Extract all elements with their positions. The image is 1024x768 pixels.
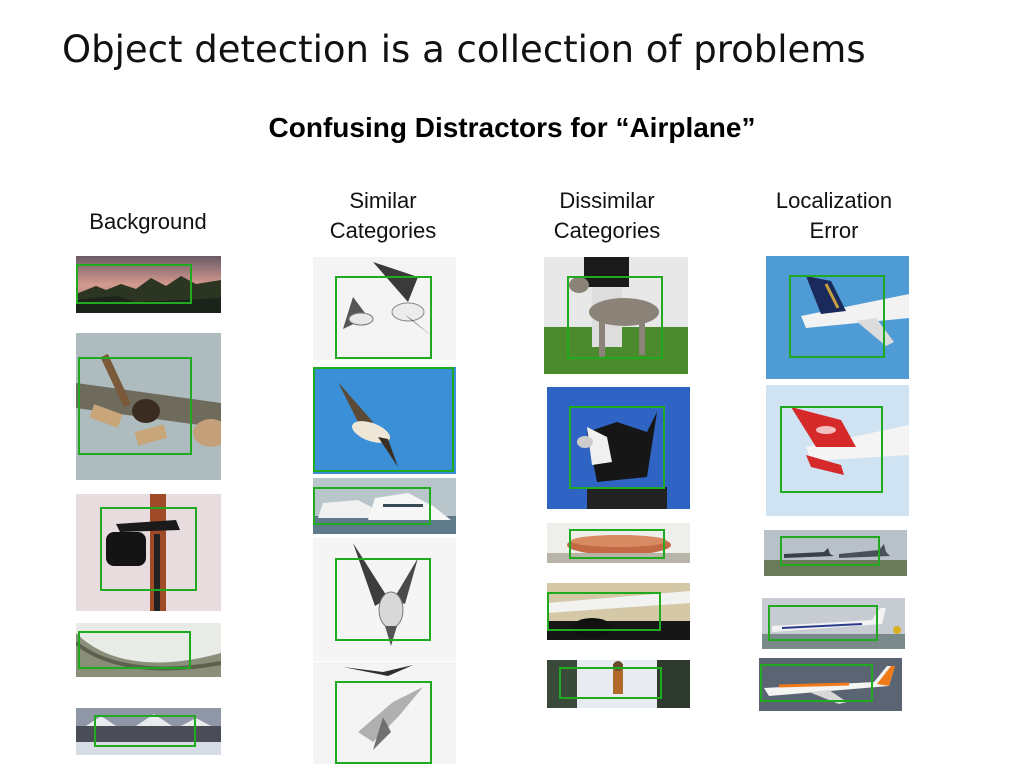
detection-box — [569, 406, 665, 489]
detection-box — [780, 406, 883, 493]
column-header-background: Background — [48, 207, 248, 237]
detection-box — [335, 681, 432, 764]
detection-box — [78, 631, 191, 669]
slide-title: Object detection is a collection of prob… — [62, 28, 866, 71]
detection-box — [100, 507, 197, 591]
detection-box — [335, 558, 431, 641]
detection-box — [335, 276, 432, 359]
image-jets-runway — [764, 530, 907, 576]
image-snowy-village — [76, 708, 221, 755]
detection-box — [768, 605, 878, 641]
image-bike-seat-bag — [76, 494, 221, 611]
column-header-dissimilar: Dissimilar Categories — [553, 188, 661, 243]
image-person-snow — [547, 660, 690, 708]
image-gull-white-sky — [313, 538, 456, 661]
detection-box — [569, 529, 665, 559]
image-dog-grass — [544, 257, 688, 374]
detection-box — [76, 264, 192, 304]
detection-box — [547, 592, 661, 631]
image-jet2-plane — [766, 385, 909, 516]
image-two-gulls — [313, 257, 456, 360]
image-cat-tail — [76, 623, 221, 677]
image-small-jet — [762, 598, 905, 649]
detection-box — [567, 276, 663, 359]
image-cat-sill — [547, 583, 690, 640]
image-flowerpot — [547, 523, 690, 563]
image-gull-blue-sky — [313, 367, 456, 474]
column-header-localization: Localization Error — [775, 188, 893, 243]
detection-box — [789, 275, 885, 358]
image-dog-blue-sky — [547, 387, 690, 509]
detection-box — [313, 367, 454, 472]
detection-box — [559, 667, 662, 699]
image-jet-tail — [766, 256, 909, 379]
column-header-similar: Similar Categories — [329, 188, 437, 243]
detection-box — [313, 487, 431, 525]
detection-box — [78, 357, 192, 455]
detection-box — [760, 664, 873, 702]
image-easyjet-landing — [759, 658, 902, 711]
column-header-label: Background — [89, 209, 207, 234]
slide-subtitle: Confusing Distractors for “Airplane” — [268, 112, 756, 143]
image-sunset-treeline — [76, 256, 221, 313]
image-propeller-plank — [76, 333, 221, 480]
detection-box — [94, 715, 196, 747]
image-gull-overhead — [313, 662, 456, 764]
image-yachts — [313, 478, 456, 534]
detection-box — [780, 536, 880, 566]
